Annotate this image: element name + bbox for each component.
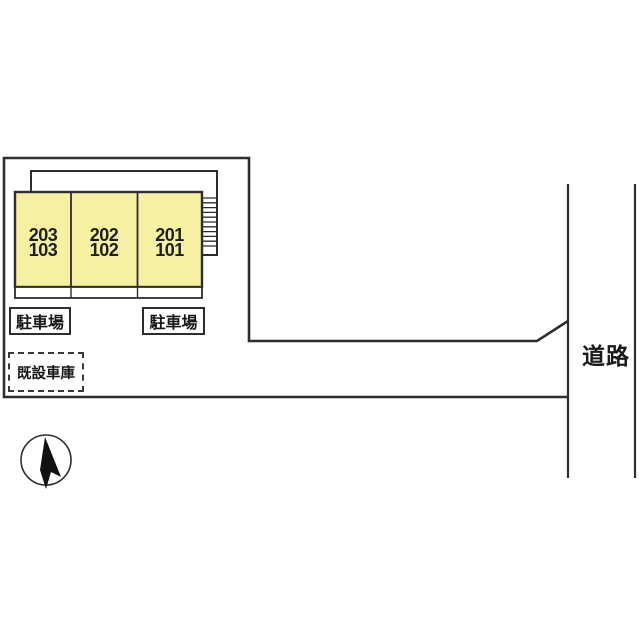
north-arrow-icon [20,434,72,489]
unit-lower-number: 101 [155,239,184,260]
unit-upper-number: 203 [28,224,58,245]
parking-label-left: 駐車場 [9,307,71,335]
stairs-hatch-icon [202,197,216,247]
unit-label-202-102: 202 102 [71,192,137,287]
existing-garage-box: 既設車庫 [8,352,84,392]
unit-lower-number: 103 [28,239,58,260]
building-block [13,190,204,289]
road-label: 道路 [582,343,630,369]
unit-label-201-101: 201 101 [137,192,202,287]
parking-label-text: 駐車場 [149,315,198,332]
unit-upper-number: 201 [155,224,184,245]
entrance-strip [14,286,203,299]
unit-label-203-103: 203 103 [15,192,71,287]
plot-boundary [2,156,569,399]
parking-label-text: 駐車場 [15,315,64,332]
unit-lower-number: 102 [89,239,119,260]
unit-upper-number: 202 [89,224,119,245]
north-arrow-needle [40,437,61,489]
existing-garage-text: 既設車庫 [17,365,75,382]
parking-label-right: 駐車場 [142,307,205,335]
